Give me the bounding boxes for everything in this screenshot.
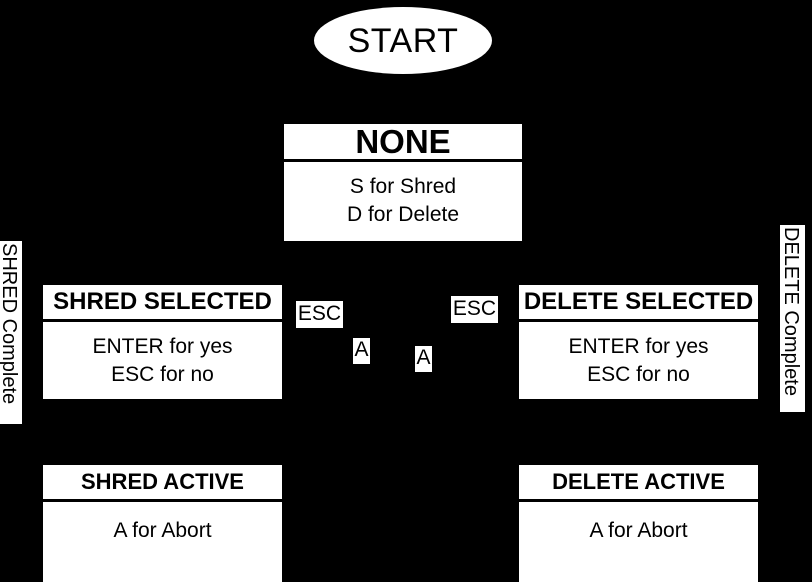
node-delete-selected-line-2: ESC for no — [587, 363, 690, 386]
node-delete-selected-line-1: ENTER for yes — [568, 335, 709, 358]
node-shred-active-title-row: SHRED ACTIVE — [43, 465, 282, 502]
edge-label-delete-complete: DELETE Complete — [780, 225, 805, 412]
node-shred-selected-title: SHRED SELECTED — [53, 288, 272, 315]
node-none[interactable]: NONE S for Shred D for Delete — [284, 124, 522, 241]
node-delete-active-title-row: DELETE ACTIVE — [519, 465, 758, 502]
edge-label-abort-right-text: A — [416, 346, 431, 369]
node-delete-selected-title: DELETE SELECTED — [523, 288, 754, 315]
node-start[interactable]: START — [314, 7, 492, 74]
edge-label-abort-left-text: A — [354, 338, 369, 361]
node-none-line-1: S for Shred — [349, 175, 457, 198]
node-none-title: NONE — [355, 124, 451, 160]
edge-label-abort-left: A — [353, 338, 370, 364]
node-shred-active-title: SHRED ACTIVE — [81, 469, 244, 494]
node-start-label: START — [347, 21, 459, 60]
node-shred-selected-line-2: ESC for no — [111, 363, 214, 386]
edge-label-delete-complete-text: DELETE Complete — [780, 227, 802, 396]
node-none-line-2: D for Delete — [346, 203, 460, 226]
node-delete-active-title: DELETE ACTIVE — [552, 469, 725, 494]
node-none-title-row: NONE — [284, 124, 522, 162]
node-delete-active[interactable]: DELETE ACTIVE A for Abort — [519, 465, 758, 582]
node-shred-active-line-1: A for Abort — [113, 519, 212, 542]
node-shred-selected[interactable]: SHRED SELECTED ENTER for yes ESC for no — [43, 285, 282, 399]
node-delete-selected-body: ENTER for yes ESC for no — [519, 322, 758, 399]
edge-label-abort-right: A — [415, 346, 432, 372]
node-shred-selected-title-row: SHRED SELECTED — [43, 285, 282, 322]
edge-label-shred-complete-text: SHRED Complete — [0, 243, 20, 405]
node-delete-active-body: A for Abort — [519, 502, 758, 582]
node-delete-selected-title-row: DELETE SELECTED — [519, 285, 758, 322]
node-shred-active[interactable]: SHRED ACTIVE A for Abort — [43, 465, 282, 582]
edge-label-esc-left-text: ESC — [297, 302, 342, 325]
node-shred-selected-line-1: ENTER for yes — [92, 335, 233, 358]
node-none-body: S for Shred D for Delete — [284, 162, 522, 241]
edge-label-esc-left: ESC — [296, 301, 343, 328]
node-delete-selected[interactable]: DELETE SELECTED ENTER for yes ESC for no — [519, 285, 758, 399]
edge-label-shred-complete: SHRED Complete — [0, 241, 22, 424]
node-delete-active-line-1: A for Abort — [589, 519, 688, 542]
edge-label-esc-right-text: ESC — [452, 297, 497, 320]
node-shred-active-body: A for Abort — [43, 502, 282, 582]
edge-label-esc-right: ESC — [451, 296, 498, 323]
node-shred-selected-body: ENTER for yes ESC for no — [43, 322, 282, 399]
